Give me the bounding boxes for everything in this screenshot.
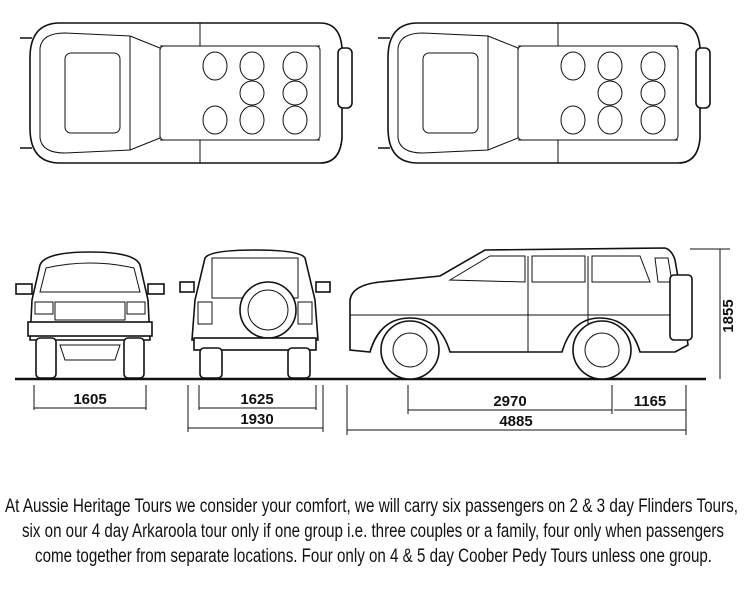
wheelbase-value: 2970 [493,393,526,410]
caption-line-2: six on our 4 day Arkaroola tour only if … [22,521,724,542]
top-view-seating-layout-left [19,22,353,164]
overall-length-value: 4885 [499,413,532,430]
rear-view [179,249,331,379]
front-view [15,251,165,379]
rear-track-dimension: 1625 [198,385,317,410]
overall-width-dimension: 1930 [187,385,324,432]
rear-overhang-dimension: 1165 [614,385,687,435]
overall-width-value: 1930 [240,411,273,428]
side-view [349,247,693,380]
rear-track-value: 1625 [240,391,273,408]
wheelbase-dimension: 2970 [407,385,613,414]
front-track-value: 1605 [73,391,106,408]
top-view-seating-layout-right [377,22,711,164]
rear-overhang-value: 1165 [634,393,667,410]
height-dimension: 1855 [690,248,737,379]
overall-length-dimension: 4885 [346,385,686,435]
caption-line-1: At Aussie Heritage Tours we consider you… [5,496,738,517]
height-value: 1855 [720,299,737,332]
front-track-dimension: 1605 [33,385,147,410]
caption-line-3: come together from separate locations. F… [35,546,712,567]
